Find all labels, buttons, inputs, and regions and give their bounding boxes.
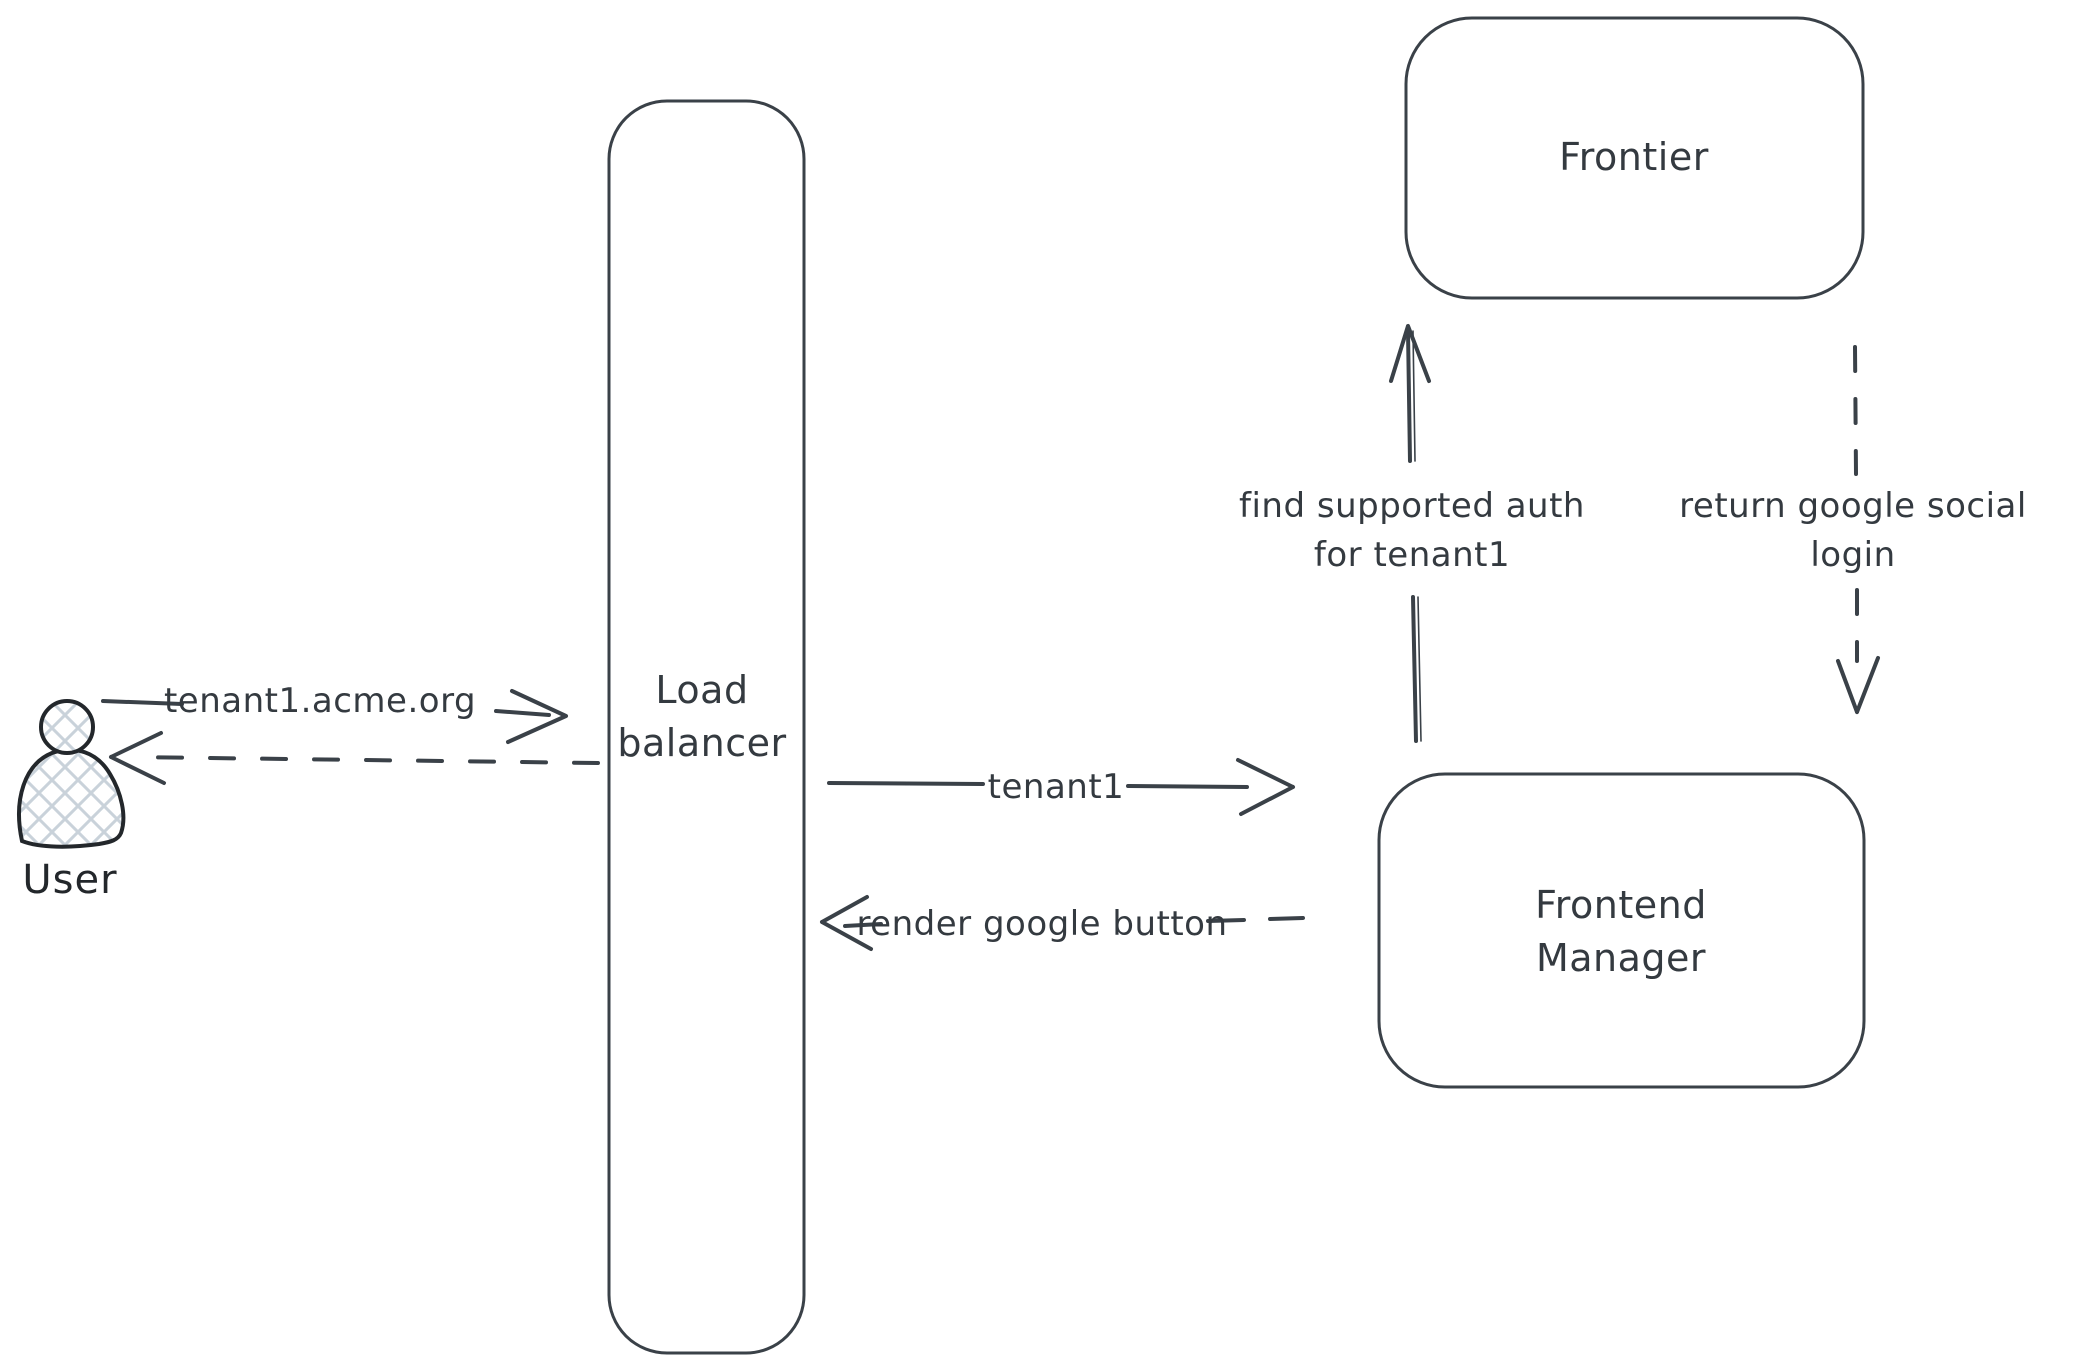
user-body-shape: [17, 747, 126, 849]
edge-fm-to-lb-label: render google button: [856, 904, 1227, 944]
edge-fm-to-frontier: find supported auth for tenant1: [1239, 324, 1585, 743]
load-balancer-box: [607, 99, 806, 1355]
edge-fm-to-frontier-label-line2: for tenant1: [1314, 535, 1510, 575]
frontend-manager-box: [1377, 772, 1866, 1089]
edge-frontier-to-fm-shaft-top: [1853, 345, 1858, 476]
edge-lb-to-user-shaft: [130, 755, 600, 765]
frontend-manager-label-line2: Manager: [1536, 936, 1706, 980]
edge-fm-to-frontier-shaft-echo: [1412, 330, 1422, 742]
edge-user-to-lb-shaft-right: [494, 709, 551, 717]
edge-lb-to-user-arrowhead: [109, 731, 166, 785]
edge-fm-to-frontier-label-line1: find supported auth: [1239, 486, 1585, 526]
edge-frontier-to-fm-arrowhead: [1836, 656, 1880, 714]
user-label: User: [22, 857, 117, 903]
frontier-label: Frontier: [1559, 135, 1709, 179]
frontend-manager-label-line1: Frontend: [1535, 883, 1707, 927]
edge-lb-to-fm-arrowhead: [1236, 758, 1295, 816]
edge-lb-to-fm-shaft-right: [1126, 784, 1249, 789]
edge-fm-to-lb-dash-left: [843, 922, 883, 928]
edge-fm-to-lb-arrowhead: [820, 895, 873, 951]
user-head-shape: [39, 699, 95, 755]
edge-fm-to-frontier-arrowhead: [1389, 324, 1431, 383]
load-balancer-label-line2: balancer: [617, 721, 786, 765]
edge-frontier-to-fm-label-line2: login: [1810, 535, 1895, 575]
edge-user-to-lb-label: tenant1.acme.org: [164, 681, 476, 721]
edge-frontier-to-fm-label-line1: return google social: [1679, 486, 2027, 526]
edge-lb-to-user: [109, 731, 600, 785]
edge-user-to-lb-shaft-left: [101, 699, 184, 706]
user-icon: [17, 699, 126, 849]
edge-fm-to-frontier-shaft: [1406, 329, 1418, 743]
edge-user-to-lb: tenant1.acme.org: [101, 681, 568, 744]
edge-fm-to-lb: render google button: [820, 895, 1305, 951]
edge-frontier-to-fm: return google social login: [1679, 345, 2027, 714]
frontier-box: [1404, 16, 1865, 300]
edge-fm-to-lb-dashes-right: [1206, 916, 1305, 923]
edge-user-to-lb-arrowhead: [506, 689, 568, 744]
load-balancer-label-line1: Load: [655, 668, 748, 712]
edge-lb-to-fm-shaft-left: [827, 781, 985, 786]
edge-lb-to-fm-label: tenant1: [988, 767, 1125, 807]
edge-lb-to-fm: tenant1: [827, 758, 1295, 816]
